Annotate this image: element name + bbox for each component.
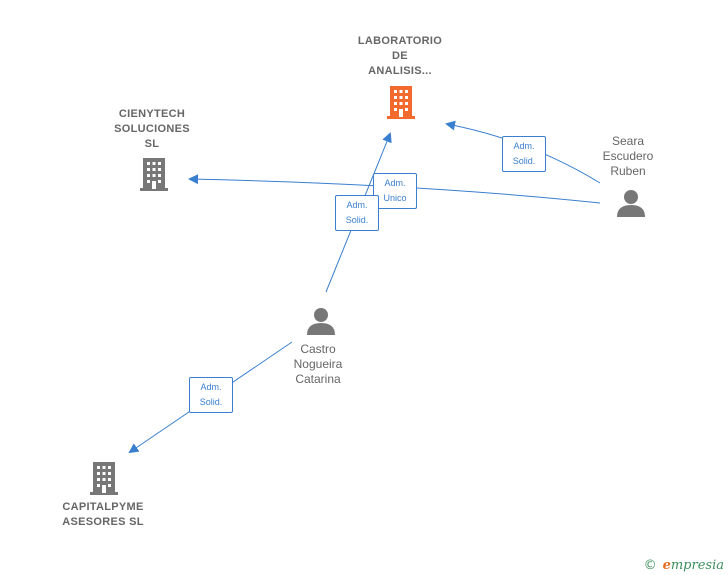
building-icon[interactable] bbox=[386, 84, 416, 120]
edge-label-castro-capitalpyme[interactable]: Adm. Solid. bbox=[189, 377, 233, 413]
node-label-capitalpyme[interactable]: CAPITALPYME ASESORES SL bbox=[62, 501, 144, 528]
node-label-laboratorio[interactable]: LABORATORIO DE ANALISIS... bbox=[357, 35, 443, 77]
node-label-seara[interactable]: Seara Escudero Ruben bbox=[602, 134, 654, 178]
edge-label-seara-cienytech[interactable]: Adm. Unico bbox=[373, 173, 417, 209]
brand-name: mpresia bbox=[670, 558, 724, 573]
building-icon[interactable] bbox=[139, 156, 169, 192]
brand-initial: e bbox=[662, 558, 671, 573]
node-label-castro[interactable]: Castro Nogueira Catarina bbox=[293, 342, 343, 386]
copyright-icon: © bbox=[643, 558, 657, 573]
building-icon[interactable] bbox=[89, 460, 119, 496]
node-label-cienytech[interactable]: CIENYTECH SOLUCIONES SL bbox=[114, 108, 190, 150]
person-icon[interactable] bbox=[306, 306, 336, 336]
brand-logo: © empresia bbox=[644, 558, 724, 573]
edge-label-castro-laboratorio[interactable]: Adm. Solid. bbox=[335, 195, 379, 231]
edge-label-seara-laboratorio[interactable]: Adm. Solid. bbox=[502, 136, 546, 172]
person-icon[interactable] bbox=[616, 188, 646, 218]
